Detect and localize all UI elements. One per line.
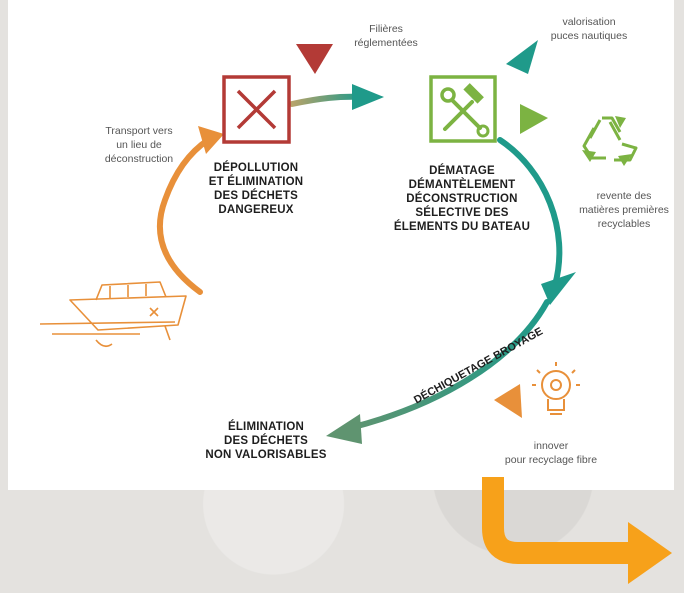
big-orange-arrow — [482, 477, 672, 584]
top-connector-arrowhead — [352, 84, 384, 110]
transport-label: Transport vers un lieu de déconstruction — [104, 125, 174, 165]
top-connector-arrow — [289, 93, 365, 107]
lightbulb-gear-icon — [532, 362, 580, 415]
transport-arc — [157, 137, 211, 295]
main-teal-arc — [497, 137, 563, 288]
filieres-arrow — [296, 44, 333, 74]
revente-label: revente des matières premières recyclabl… — [579, 190, 669, 230]
innover-arrow — [494, 384, 522, 418]
tools-box-icon — [429, 75, 497, 143]
filieres-label: Filières réglementées — [354, 23, 418, 49]
cross-box-icon — [222, 75, 291, 144]
lower-teal-arrowhead — [326, 414, 362, 444]
dematage-label: DÉMATAGE DÉMANTÈLEMENT DÉCONSTRUCTION SÉ… — [393, 165, 531, 233]
innover-label: innover pour recyclage fibre — [504, 440, 598, 466]
elimination-label: ÉLIMINATION DES DÉCHETS NON VALORISABLES — [205, 421, 327, 461]
transport-arrowhead — [198, 126, 224, 154]
revente-arrow — [520, 104, 548, 134]
valorisation-arrow — [506, 40, 538, 74]
depollution-label: DÉPOLLUTION ET ÉLIMINATION DES DÉCHETS D… — [208, 162, 304, 216]
boat-icon — [39, 281, 187, 348]
main-teal-arrowhead — [541, 272, 576, 305]
lower-teal-arc — [347, 299, 550, 431]
recycle-icon — [582, 116, 638, 166]
valorisation-label: valorisation puces nautiques — [550, 16, 628, 42]
